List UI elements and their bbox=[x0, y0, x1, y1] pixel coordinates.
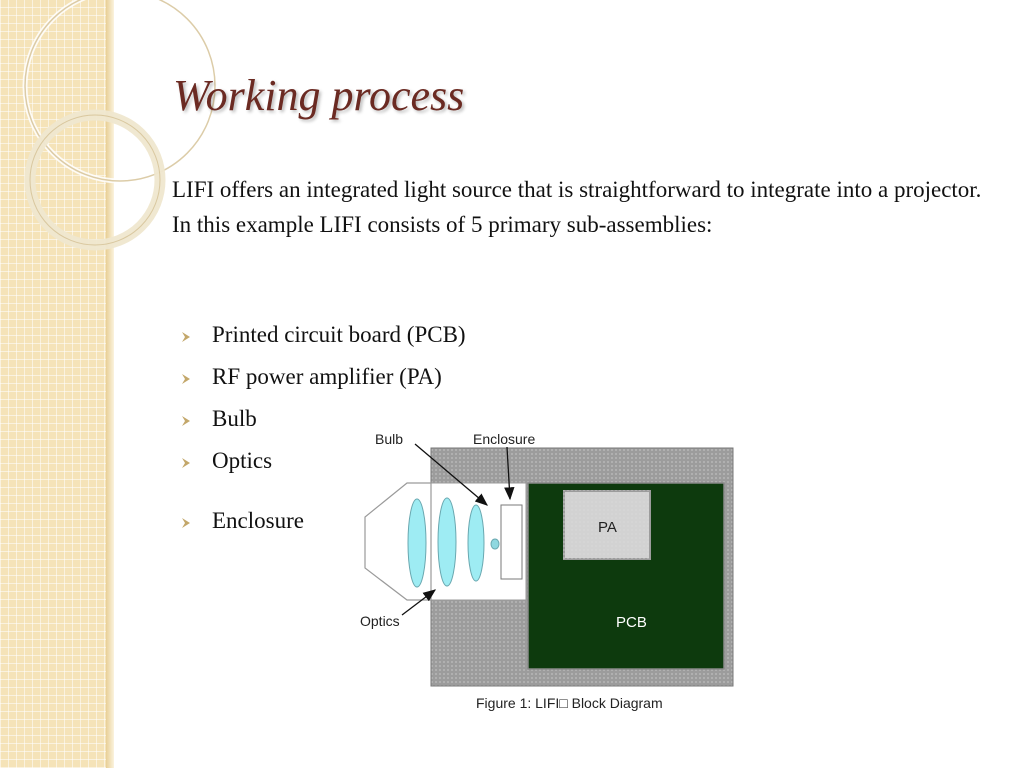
bullet-text: Printed circuit board (PCB) bbox=[212, 322, 466, 347]
optics-pointer-arrow bbox=[401, 589, 437, 616]
label-optics: Optics bbox=[360, 613, 400, 629]
bulb-holder bbox=[500, 504, 523, 580]
label-enclosure: Enclosure bbox=[473, 431, 535, 447]
bulb-pointer-arrow bbox=[414, 443, 488, 506]
decorative-sidebar bbox=[0, 0, 112, 768]
intro-paragraph: LIFI offers an integrated light source t… bbox=[172, 177, 982, 237]
figure-caption: Figure 1: LIFI□ Block Diagram bbox=[476, 695, 663, 711]
arrow-bullet-icon bbox=[182, 518, 190, 528]
sidebar-edge bbox=[106, 0, 114, 768]
lifi-block-diagram: Bulb Enclosure Optics PA PCB Figure 1: L… bbox=[360, 431, 734, 711]
slide-title: Working process bbox=[173, 71, 465, 120]
label-pa: PA bbox=[598, 519, 617, 536]
bullet-text: Optics bbox=[212, 448, 273, 473]
arrow-bullet-icon bbox=[182, 458, 190, 468]
bullet-text: RF power amplifier (PA) bbox=[212, 364, 442, 389]
lens-icon bbox=[467, 504, 485, 582]
pa-fill bbox=[565, 492, 649, 558]
bullet-text: Enclosure bbox=[212, 508, 304, 533]
label-bulb: Bulb bbox=[375, 431, 403, 447]
bulb-icon bbox=[490, 538, 500, 550]
lens-icon bbox=[407, 498, 427, 588]
arrow-bullet-icon bbox=[182, 374, 190, 384]
enclosure-pointer-arrow bbox=[504, 446, 515, 501]
arrow-bullet-icon bbox=[182, 332, 190, 342]
bullet-text: Bulb bbox=[212, 406, 257, 431]
arrow-bullet-icon bbox=[182, 416, 190, 426]
label-pcb: PCB bbox=[616, 614, 647, 631]
lens-icon bbox=[437, 497, 457, 587]
